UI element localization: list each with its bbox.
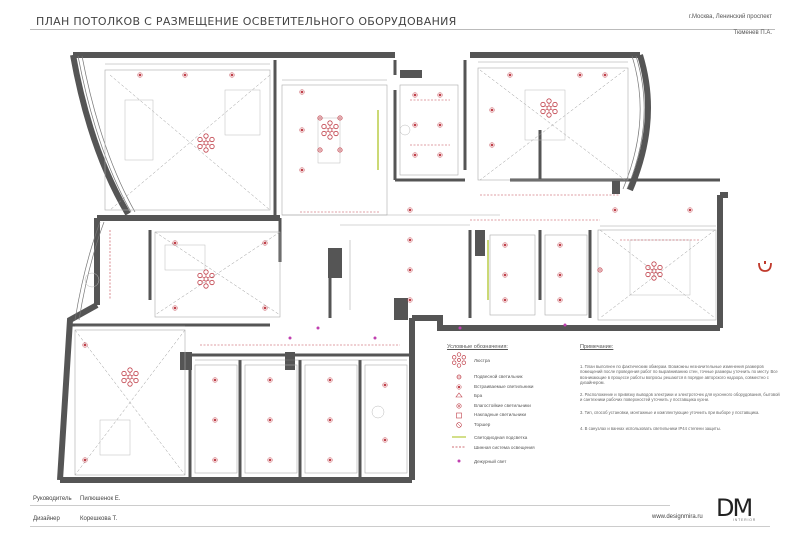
- legend-item-surface: Накладные светильники: [474, 412, 527, 417]
- note-1: 1. План выполнен по фактическим обмерам.…: [580, 364, 778, 386]
- footer-name-lead: Пилюшенок Е.: [80, 496, 121, 502]
- legend-item-led: Светодиодная подсветка: [474, 435, 528, 440]
- legend-item-recessed: Встраиваемые светильники: [474, 384, 534, 389]
- footer-name-designer: Корешкова Т.: [80, 516, 118, 522]
- night-light-icon: [457, 459, 461, 463]
- website-link[interactable]: www.designmira.ru: [652, 514, 703, 520]
- legend-item-track: Шинная система освещения: [474, 445, 535, 450]
- legend-title: Условные обозначения:: [447, 344, 508, 350]
- chandelier-icon: [452, 352, 466, 368]
- pendant-lamp-icon: [456, 374, 462, 380]
- title-divider: [30, 29, 775, 30]
- note-2: 2. Расположение и привязку выводов элект…: [580, 392, 780, 403]
- notes-title: Примечание:: [580, 344, 614, 350]
- dm-logo: DM: [716, 494, 753, 522]
- floor-lamp-icon: [456, 422, 462, 428]
- logo-subtitle: INTERIOR: [733, 518, 757, 522]
- footer-role-lead: Руководитель: [33, 496, 72, 502]
- note-3: 3. Тип, способ установки, монтажные и ко…: [580, 410, 760, 415]
- footer-divider-1: [30, 505, 670, 506]
- legend-item-pendant: Подвесной светильник: [474, 374, 523, 379]
- surface-lamp-icon: [456, 412, 462, 419]
- footer-divider-2: [30, 526, 770, 527]
- legend-item-moisture-proof: Влагостойкие светильники: [474, 403, 531, 408]
- project-author: Тюменев П.А.: [733, 30, 772, 36]
- legend-item-chandelier: Люстра: [474, 358, 490, 363]
- legend-symbols: [452, 352, 466, 463]
- footer-role-designer: Дизайнер: [33, 516, 60, 522]
- legend-item-floor-lamp: Торшер: [474, 422, 491, 427]
- drawing-title: ПЛАН ПОТОЛКОВ С РАЗМЕЩЕНИЕ ОСВЕТИТЕЛЬНОГ…: [36, 15, 457, 28]
- project-address: г.Москва, Ленинский проспект: [688, 14, 772, 20]
- recessed-lamp-icon: [456, 384, 462, 390]
- legend-item-night-light: Дежурный свет: [474, 459, 507, 464]
- moisture-proof-lamp-icon: [456, 403, 462, 409]
- smile-icon: [758, 261, 772, 272]
- legend-item-sconce: Бра: [474, 393, 483, 398]
- note-4: 4. В санузлах и ваннах использовать свет…: [580, 426, 721, 431]
- sconce-icon: [455, 392, 463, 398]
